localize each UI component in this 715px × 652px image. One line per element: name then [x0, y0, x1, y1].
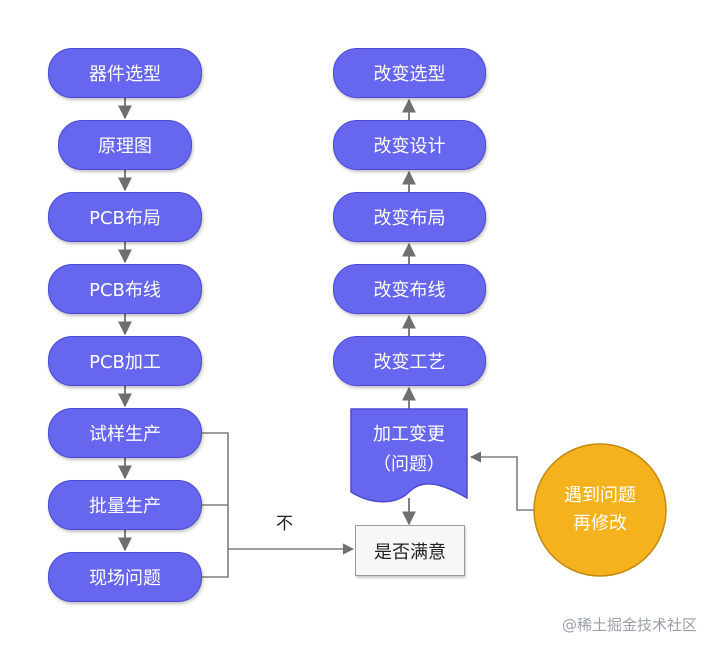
node-field-issues: 现场问题	[48, 552, 202, 602]
node-pcb-fabrication: PCB加工	[48, 336, 202, 386]
processing-change-document	[350, 408, 468, 503]
issue-circle-line1: 遇到问题	[564, 485, 636, 506]
node-change-selection: 改变选型	[333, 48, 486, 98]
bracket-to-decision	[201, 432, 355, 578]
edge-label-not: 不	[276, 514, 293, 534]
circle-to-document-arrow	[469, 451, 534, 511]
node-pcb-layout: PCB布局	[48, 192, 202, 242]
document-label: 加工变更 （问题）	[351, 420, 467, 480]
node-change-design: 改变设计	[333, 120, 486, 170]
node-change-layout: 改变布局	[333, 192, 486, 242]
node-mass-production: 批量生产	[48, 480, 202, 530]
issue-circle-line2: 再修改	[573, 513, 627, 534]
watermark: @稀土掘金技术社区	[562, 616, 698, 634]
node-component-selection: 器件选型	[48, 48, 202, 98]
node-schematic: 原理图	[58, 120, 192, 170]
node-trial-production: 试样生产	[48, 408, 202, 458]
node-pcb-routing: PCB布线	[48, 264, 202, 314]
node-change-routing: 改变布线	[333, 264, 486, 314]
issue-circle-label: 遇到问题 再修改	[534, 482, 666, 538]
document-label-line2: （问题）	[373, 454, 445, 475]
decision-satisfied: 是否满意	[355, 525, 465, 576]
node-change-process: 改变工艺	[333, 336, 486, 386]
issue-circle	[533, 443, 667, 577]
document-label-line1: 加工变更	[373, 424, 445, 445]
